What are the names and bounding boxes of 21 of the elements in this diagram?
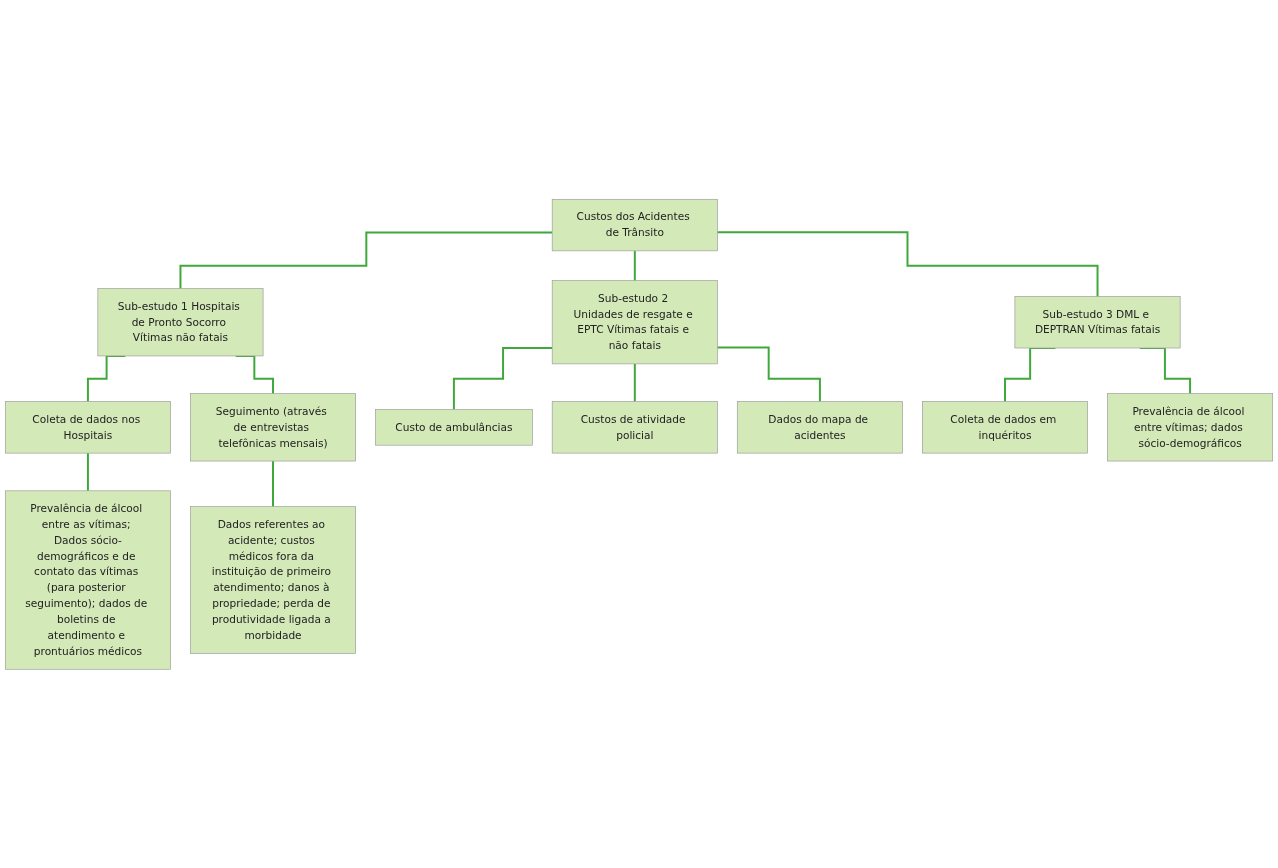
node-box: Coleta de dados nos Hospitais bbox=[4, 400, 171, 454]
node-box: Dados do mapa de acidentes bbox=[736, 400, 903, 454]
connector bbox=[272, 459, 274, 508]
connector bbox=[179, 231, 554, 290]
node-box: Prevalência de álcool entre as vítimas; Dados sócio-demográficos e de contato das vítimas (para posterior seguimento); dados de boletins de atendimento e prontuários médicos bbox=[4, 490, 171, 670]
node-box: Prevalência de álcool entre vítimas; dados sócio-demográficos bbox=[1107, 393, 1274, 462]
connector bbox=[633, 249, 636, 282]
connector bbox=[633, 362, 636, 403]
node-box: Custos dos Acidentes de Trânsito bbox=[551, 198, 718, 251]
connector bbox=[452, 346, 554, 411]
node-box: Seguimento (através de entrevistas telefônicas mensais) bbox=[190, 393, 356, 462]
node-box: Custo de ambulâncias bbox=[375, 408, 533, 446]
node-box: Sub-estudo 3 DML e DEPTRAN Vítimas fatais bbox=[1014, 295, 1181, 349]
node-box: Coleta de dados em inquéritos bbox=[922, 400, 1088, 454]
node-box: Dados referentes ao acidente; custos médicos fora da instituição de primeiro atendimento; danos à propriedade; perda de produtividade ligada a morbidade bbox=[190, 506, 356, 654]
connector bbox=[716, 346, 821, 403]
node-box: Sub-estudo 1 Hospitais de Pronto Socorro Vítimas não fatais bbox=[97, 287, 264, 356]
node-box: Sub-estudo 2 Unidades de resgate e EPTC Vítimas fatais e não fatais bbox=[551, 280, 718, 364]
node-box: Custos de atividade policial bbox=[551, 400, 718, 454]
connector bbox=[716, 231, 1099, 298]
connector bbox=[86, 451, 89, 492]
